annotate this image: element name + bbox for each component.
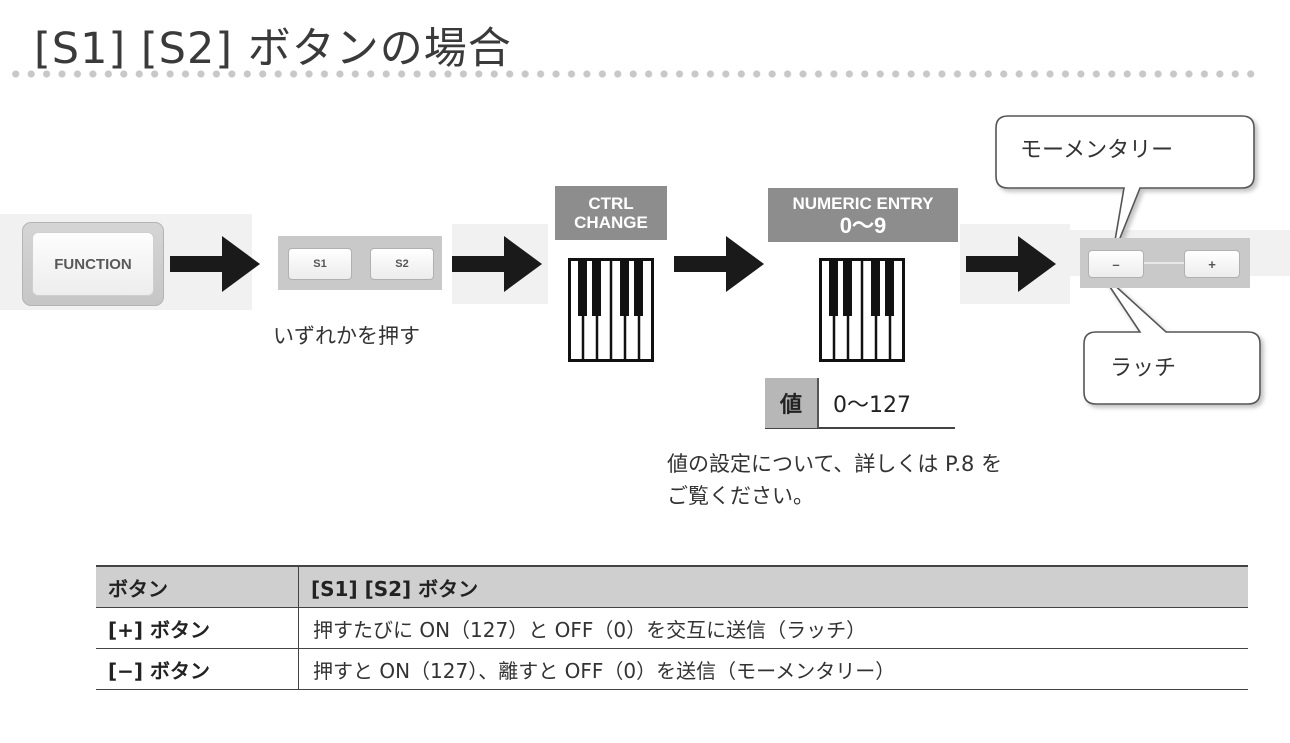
right-arrow-icon <box>966 236 1056 292</box>
page-title: [S1] [S2] ボタンの場合 <box>34 24 512 74</box>
function-button-label: FUNCTION <box>32 232 154 296</box>
numeric-line2: 0～9 <box>839 213 887 238</box>
s1-button[interactable]: S1 <box>288 248 352 280</box>
keyboard-icon <box>568 258 654 362</box>
value-note: 値の設定について、詳しくは P.8 を ご覧ください。 <box>667 448 1002 512</box>
right-arrow-icon <box>674 236 764 292</box>
s-button-group: S1 S2 <box>278 236 442 290</box>
latch-callout: ラッチ <box>1110 356 1177 381</box>
ctrl-line1: CTRL <box>588 194 634 213</box>
table-row: [−] ボタン 押すと ON（127）、離すと OFF（0）を送信（モーメンタリ… <box>96 648 1248 690</box>
table-header-row: ボタン [S1] [S2] ボタン <box>96 566 1248 608</box>
minus-button[interactable]: – <box>1088 250 1144 278</box>
numeric-line1: NUMERIC ENTRY <box>792 194 934 213</box>
value-range: 0～127 <box>819 378 955 428</box>
button-behavior-table: ボタン [S1] [S2] ボタン [+] ボタン 押すたびに ON（127）と… <box>96 565 1248 690</box>
dotted-divider <box>8 68 1258 80</box>
keyboard-icon <box>819 258 905 362</box>
ctrl-line2: CHANGE <box>574 213 648 232</box>
value-label: 値 <box>765 378 819 428</box>
ctrl-change-label: CTRL CHANGE <box>555 186 667 240</box>
minus-plus-button-group: – + <box>1080 238 1250 288</box>
table-cell: [+] ボタン <box>96 607 299 649</box>
table-cell: 押すたびに ON（127）と OFF（0）を交互に送信（ラッチ） <box>313 617 867 642</box>
callout-bubbles <box>995 115 1261 405</box>
table-row: [+] ボタン 押すたびに ON（127）と OFF（0）を交互に送信（ラッチ） <box>96 607 1248 649</box>
value-note-line1: 値の設定について、詳しくは P.8 を <box>667 452 1003 476</box>
connector-line <box>1142 262 1194 264</box>
numeric-entry-label: NUMERIC ENTRY 0～9 <box>768 188 958 242</box>
momentary-callout: モーメンタリー <box>1020 138 1174 163</box>
function-button[interactable]: FUNCTION <box>22 222 164 306</box>
right-arrow-icon <box>170 236 260 292</box>
s2-button[interactable]: S2 <box>370 248 434 280</box>
value-note-line2: ご覧ください。 <box>667 484 814 508</box>
table-cell: [−] ボタン <box>96 648 299 690</box>
table-header-cell: ボタン <box>96 566 299 608</box>
plus-button[interactable]: + <box>1184 250 1240 278</box>
value-box-underline <box>765 428 955 429</box>
table-header-cell: [S1] [S2] ボタン <box>298 566 1248 608</box>
s-button-caption: いずれかを押す <box>273 324 420 348</box>
table-cell: 押すと ON（127）、離すと OFF（0）を送信（モーメンタリー） <box>313 658 896 683</box>
right-arrow-icon <box>452 236 542 292</box>
